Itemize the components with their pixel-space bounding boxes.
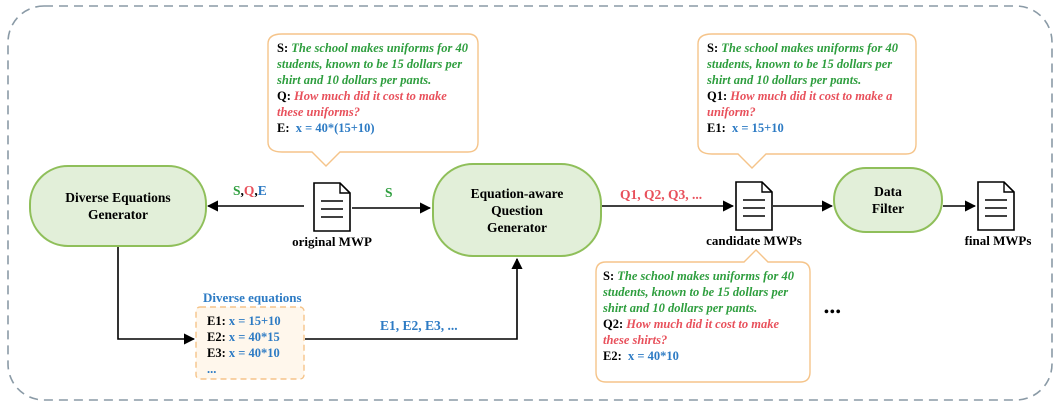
edge-label-s: S [233, 183, 241, 198]
node-question-generator [432, 163, 602, 257]
callout-original-text: S: The school makes uniforms for 40 stud… [277, 40, 473, 136]
document-icon-original [313, 182, 351, 232]
callout-original-e-key: E: [277, 121, 290, 135]
diverse-eq-more: ... [207, 362, 217, 376]
label-candidate-mwps: candidate MWPs [706, 233, 802, 248]
node-data-filter [833, 167, 943, 233]
callout-candidate2-e-key: E2: [603, 349, 622, 363]
callout-candidate2-s-key: S: [603, 269, 615, 283]
arrow-equations-to-question [305, 257, 523, 340]
diverse-equations-box [195, 306, 305, 380]
callout-candidate2-e-text: x = 40*10 [628, 349, 679, 363]
label-original-mwp: original MWP [292, 234, 372, 249]
callout-candidate1-q-key: Q1: [707, 89, 728, 103]
diverse-eq-item-2: E2: x = 40*15 [207, 330, 280, 344]
edge-label-e: E [257, 183, 267, 198]
label-final-mwps: final MWPs [964, 233, 1032, 248]
node-diverse-generator-label: Diverse Equations Generator [65, 190, 171, 222]
callout-candidate2-bubble [595, 249, 811, 383]
callout-candidate2-q-text: How much did it cost to make these shirt… [603, 317, 780, 347]
callout-candidate1-e-key: E1: [707, 121, 726, 135]
arrow-diverse-to-equations [117, 247, 196, 345]
callout-original-bubble [267, 33, 479, 167]
edge-label-s-only: S [385, 185, 393, 200]
node-data-filter-label: Data Filter [871, 184, 905, 216]
callout-original-q-key: Q: [277, 89, 291, 103]
node-diverse-generator [29, 165, 207, 247]
callout-original-e-text: x = 40*(15+10) [295, 121, 375, 135]
node-question-generator-label: Equation-aware Question Generator [470, 186, 564, 235]
callout-candidate1-s-text: The school makes uniforms for 40 student… [707, 41, 899, 87]
more-candidates-ellipsis: ••• [824, 305, 842, 320]
callout-candidate2-s-text: The school makes uniforms for 40 student… [603, 269, 795, 315]
callout-candidate1-s-key: S: [707, 41, 719, 55]
edge-label-equations-list: E1, E2, E3, ... [380, 318, 458, 333]
edge-label-q: Q [243, 183, 255, 198]
callout-original-s-key: S: [277, 41, 289, 55]
edge-label-sep1: , [240, 183, 244, 198]
callout-candidate2-text: S: The school makes uniforms for 40 stud… [603, 268, 807, 364]
document-icon-candidate [735, 181, 773, 231]
edge-label-sep2: , [254, 183, 258, 198]
callout-original-s-text: The school makes uniforms for 40 student… [277, 41, 469, 87]
edge-label-sqe: S,Q,E [233, 183, 267, 199]
callout-candidate1-e-text: x = 15+10 [732, 121, 784, 135]
outer-dashed-frame [7, 5, 1053, 401]
callout-candidate2-q-key: Q2: [603, 317, 624, 331]
diverse-eq-item-3: E3: x = 40*10 [207, 346, 280, 360]
diverse-equations-list: E1: x = 15+10 E2: x = 40*15 E3: x = 40*1… [207, 313, 301, 377]
diverse-eq-item-1: E1: x = 15+10 [207, 314, 281, 328]
document-icon-final [977, 181, 1015, 231]
diverse-equations-title: Diverse equations [203, 290, 302, 305]
edge-label-questions: Q1, Q2, Q3, ... [620, 187, 703, 202]
callout-candidate1-q-text: How much did it cost to make a uniform? [707, 89, 893, 119]
callout-candidate1-text: S: The school makes uniforms for 40 stud… [707, 40, 911, 136]
callout-original-q-text: How much did it cost to make these unifo… [277, 89, 447, 119]
callout-candidate1-bubble [697, 33, 917, 169]
